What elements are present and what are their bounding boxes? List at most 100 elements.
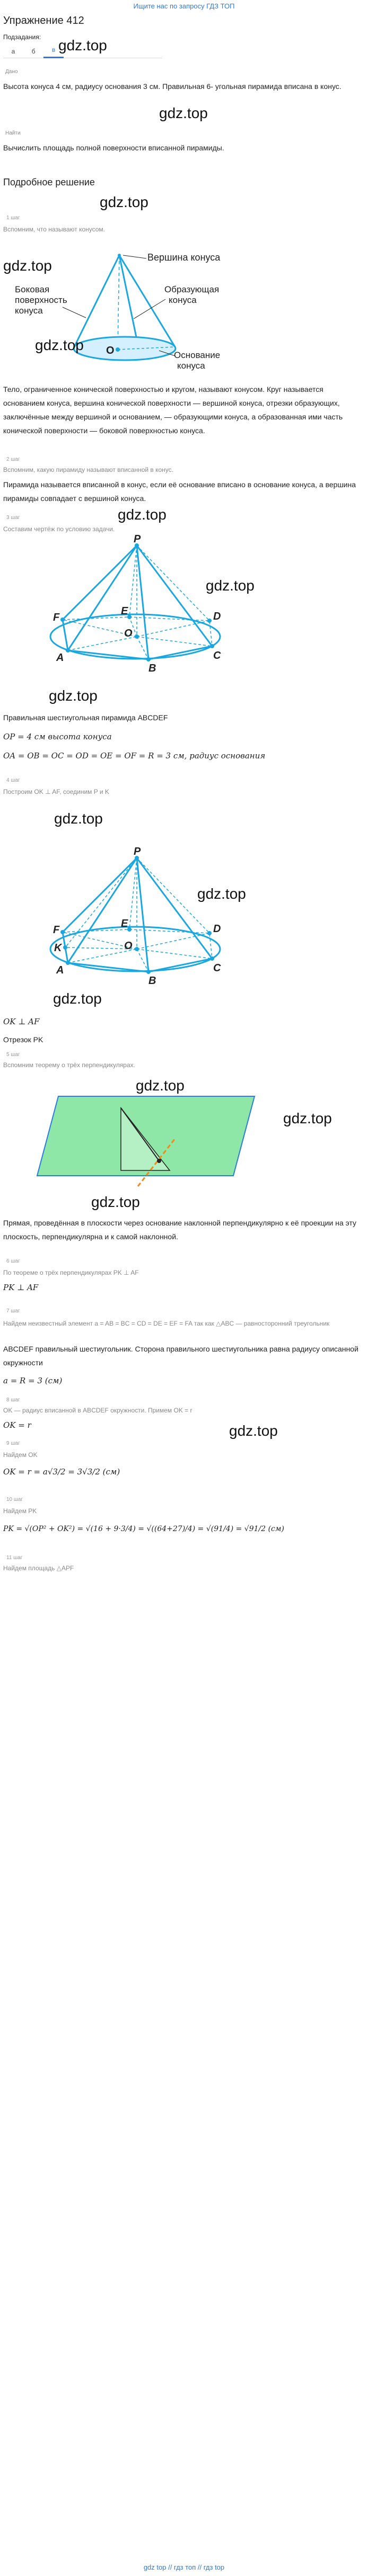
watermark: gdz.top (197, 885, 246, 902)
edge-PC (136, 857, 213, 959)
radius-OC (136, 636, 213, 647)
tab-a[interactable]: а (11, 48, 15, 55)
watermark: gdz.top (53, 990, 102, 1007)
given-chip: Дано (5, 69, 18, 75)
find-chip: Найти (5, 130, 21, 136)
cone-base (73, 336, 177, 361)
radius-OB (136, 636, 149, 660)
edge-PE (129, 857, 137, 930)
label-D: D (213, 611, 221, 622)
watermark: gdz.top (3, 257, 52, 274)
label-P: P (134, 847, 141, 857)
label-D: D (213, 923, 221, 935)
generatrix-pointer (133, 299, 166, 319)
edge-PB (136, 857, 150, 972)
line-in-plane (137, 1138, 176, 1187)
pyramid-diagram-with-apothem: P F E D O K A B C (49, 847, 221, 985)
step-label: 9 шаг (6, 1441, 20, 1446)
pyramid-base-circle (49, 926, 221, 972)
cone-radius (117, 346, 176, 350)
label-O: O (124, 628, 133, 639)
watermark: gdz.top (159, 105, 208, 121)
pyramid-line: Правильная шестиугольная пирамида ABCDEF (3, 713, 168, 722)
base-AF (62, 619, 69, 651)
watermark: gdz.top (206, 577, 255, 594)
step2-text: Вспомним, какую пирамиду называют вписан… (3, 466, 173, 473)
foot-point (157, 1159, 161, 1163)
radius-OF (62, 619, 137, 637)
step-label: 3 шаг (6, 515, 20, 521)
edge-PB (136, 545, 150, 660)
three-perpendiculars-diagram (36, 1096, 256, 1187)
base-back (62, 929, 213, 959)
label-P: P (134, 535, 141, 545)
base-back (62, 616, 213, 647)
radius-OA (67, 636, 137, 651)
edge-PF (62, 544, 138, 621)
top-link[interactable]: Ищите нас по запросу ГДЗ ТОП (133, 2, 235, 10)
step4-text: Построим OK ⊥ AF, соединим P и K (3, 788, 109, 795)
edge-PE (129, 545, 137, 618)
edge-PD (136, 857, 210, 934)
step-label: 11 шаг (6, 1555, 23, 1561)
radius-OE (129, 616, 137, 637)
step6-text: По теореме о трёх перпендикулярах PK ⊥ A… (3, 1269, 139, 1276)
radius-OA (67, 949, 137, 963)
edge-PA (67, 545, 138, 651)
step-label: 8 шаг (6, 1397, 20, 1403)
generatrix-label-2: конуса (169, 295, 197, 305)
cone-left-edge (73, 255, 120, 347)
solution-title: Подробное решение (3, 177, 95, 187)
label-E: E (121, 918, 128, 929)
step-label: 6 шаг (6, 1258, 20, 1264)
step8-formula: OK = r (3, 1420, 31, 1430)
step-label: 2 шаг (6, 457, 20, 462)
step1-text: Вспомним, что называют конусом. (3, 226, 106, 233)
step-label: 7 шаг (6, 1308, 20, 1314)
watermark: gdz.top (100, 194, 148, 210)
step5-text: Вспомним теорему о трёх перпендикулярах. (3, 1061, 135, 1069)
step10-text: Найдем PK (3, 1507, 37, 1515)
step-label: 5 шаг (6, 1052, 20, 1058)
cone-diagram: O Вершина конуса Боковая поверхность кон… (15, 252, 221, 371)
watermark: gdz.top (136, 1077, 185, 1094)
label-F: F (53, 924, 60, 936)
segment-line: Отрезок PK (3, 1035, 43, 1044)
perp-line: OK ⊥ AF (3, 1017, 40, 1026)
watermark: gdz.top (35, 337, 84, 353)
label-K: K (54, 942, 63, 954)
find-text: Вычислить площадь полной поверхности впи… (3, 144, 224, 152)
label-B: B (148, 975, 156, 985)
tab-b[interactable]: б (31, 48, 36, 55)
step9-text: Найдем OK (3, 1451, 38, 1459)
step8-text: OK — радиус вписанной в ABCDEF окружност… (3, 1407, 192, 1414)
radius-OF (62, 932, 137, 950)
label-F: F (53, 612, 60, 623)
tab-v[interactable]: в (43, 46, 64, 58)
watermark: gdz.top (58, 37, 107, 53)
label-B: B (148, 663, 156, 673)
radius-OB (136, 949, 149, 972)
inscribed-definition: Пирамида называется вписанной в конус, е… (3, 480, 356, 503)
base-label-2: конуса (177, 361, 205, 371)
apex-dot (118, 254, 121, 257)
label-C: C (213, 962, 221, 974)
radius-OC (136, 949, 213, 959)
edge-PA (67, 857, 138, 963)
lateral-label-2: поверхность (15, 295, 67, 305)
step-label: 1 шаг (6, 215, 20, 221)
base-pointer (159, 350, 176, 356)
step7-text: Найдем неизвестный элемент a = AB = BC =… (3, 1320, 330, 1327)
watermark: gdz.top (283, 1110, 332, 1126)
pyramid-base-circle (49, 613, 221, 660)
subtasks-label: Подзадания: (3, 33, 41, 41)
page-title: Упражнение 412 (3, 15, 84, 26)
apothem-PK (65, 857, 137, 948)
given-text: Высота конуса 4 см, радиусу основания 3 … (3, 82, 341, 91)
label-E: E (121, 605, 128, 617)
step7-para: ABCDEF правильный шестиугольник. Сторона… (3, 1345, 358, 1367)
label-A: A (56, 964, 64, 976)
edge-PC (136, 545, 213, 647)
center-label: O (106, 345, 115, 356)
watermark: gdz.top (91, 1194, 140, 1210)
